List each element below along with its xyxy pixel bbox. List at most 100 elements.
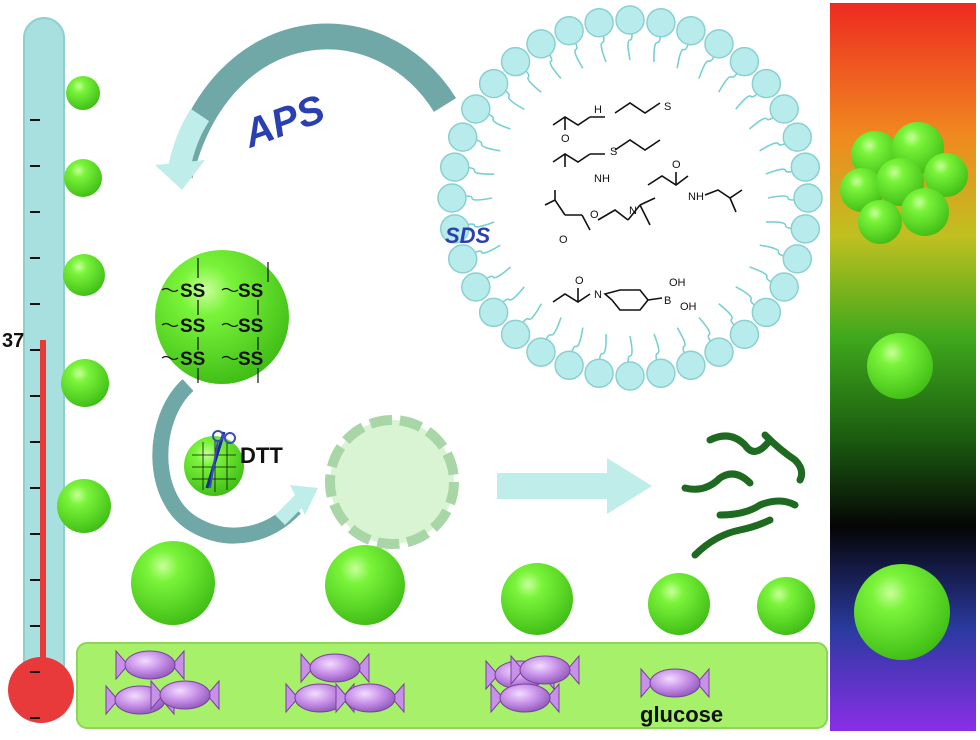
glucose-candy-10 xyxy=(640,667,710,699)
left-particle-column xyxy=(57,76,111,533)
bottom-particle-1 xyxy=(131,541,215,625)
surfactant-head xyxy=(769,272,799,302)
surfactant-head xyxy=(526,29,556,59)
polymer-fragments xyxy=(681,431,806,559)
fragmentation-arrow xyxy=(497,458,652,514)
surfactant-head xyxy=(447,122,478,152)
glucose-label: glucose xyxy=(640,702,723,727)
dtt-label: DTT xyxy=(240,443,283,468)
bottom-particle-2 xyxy=(325,545,405,625)
crosslinked-nanogel: SS SS SS SS SS SS xyxy=(155,250,289,384)
bottom-particle-4 xyxy=(648,573,710,635)
glucose-tray: glucose xyxy=(76,642,828,729)
monomer-atom-labels: H S O S NH O NH O O N O N B OH OH xyxy=(559,101,704,313)
surfactant-head xyxy=(790,152,821,182)
atom-o-2: O xyxy=(672,159,681,171)
thermometer-ticks xyxy=(30,119,40,719)
bottom-particle-5 xyxy=(757,577,815,635)
atom-nh-2: NH xyxy=(688,191,704,203)
surfactant-head xyxy=(751,297,782,328)
monomer-structures xyxy=(544,102,743,311)
thermometer: 37 xyxy=(2,17,74,723)
surfactant-head xyxy=(769,94,799,124)
micelle: SDS H S O S NH O NH O O N O N B OH OH xyxy=(437,5,823,391)
surfactant-head xyxy=(729,46,760,77)
bottom-particle-row xyxy=(131,541,815,635)
surfactant-head xyxy=(676,15,706,46)
surfactant-head xyxy=(615,361,645,391)
ss-bond-5: SS xyxy=(180,349,205,370)
surfactant-head xyxy=(439,152,470,182)
bottom-particle-3 xyxy=(501,563,573,635)
surfactant-head xyxy=(751,68,782,99)
particle-1 xyxy=(66,76,100,110)
surfactant-head xyxy=(478,297,509,328)
atom-s-2: S xyxy=(610,146,617,158)
surfactant-head xyxy=(554,350,584,381)
particle-4 xyxy=(61,359,109,407)
atom-s-1: S xyxy=(664,101,671,113)
atom-o-5: O xyxy=(575,275,584,287)
surfactant-head xyxy=(461,272,491,302)
glucose-candy-4 xyxy=(300,652,370,684)
atom-n-2: N xyxy=(594,289,602,301)
thermometer-mark-37: 37 xyxy=(2,330,24,352)
aps-arrow: APS xyxy=(155,23,457,190)
surfactant-head xyxy=(646,7,676,38)
surfactant-head xyxy=(439,214,470,244)
glucose-candy-9 xyxy=(490,682,560,714)
scissors-icon xyxy=(205,430,236,489)
surfactant-head xyxy=(704,29,734,59)
surfactant-head xyxy=(782,122,813,152)
glucose-candy-8 xyxy=(510,654,580,686)
surfactant-head xyxy=(793,183,823,213)
surfactant-head xyxy=(729,319,760,350)
glucose-candy-6 xyxy=(335,682,405,714)
ss-bond-6: SS xyxy=(238,349,263,370)
dtt-arrow xyxy=(152,379,318,544)
surfactant-head xyxy=(615,5,645,35)
surfactant-head xyxy=(646,358,676,389)
surfactant-head xyxy=(500,319,531,350)
atom-o-1: O xyxy=(561,133,570,145)
aps-label: APS xyxy=(237,87,331,157)
surfactant-head xyxy=(526,337,556,367)
surfactant-head xyxy=(704,337,734,367)
atom-n-1: N xyxy=(629,205,637,217)
glucose-candy-1 xyxy=(115,649,185,681)
particle-2 xyxy=(64,159,102,197)
surfactant-head xyxy=(500,46,531,77)
surfactant-head xyxy=(584,358,614,389)
ss-bond-2: SS xyxy=(238,281,263,302)
color-spectrum-panel xyxy=(830,3,976,731)
aggregated-particles xyxy=(840,122,968,244)
cleaved-nanogel: DTT xyxy=(184,430,283,496)
disintegrating-shell xyxy=(325,415,459,549)
surfactant-head xyxy=(676,350,706,381)
surfactant-head xyxy=(584,7,614,38)
surfactant-head xyxy=(437,183,467,213)
atom-o-4: O xyxy=(559,234,568,246)
large-spectrum-particle xyxy=(854,564,950,660)
ss-bond-3: SS xyxy=(180,316,205,337)
medium-spectrum-particle xyxy=(867,333,933,399)
atom-h-1: H xyxy=(594,104,602,116)
atom-nh-1: NH xyxy=(594,173,610,185)
atom-b-1: B xyxy=(664,295,671,307)
surfactant-head xyxy=(478,68,509,99)
atom-oh-2: OH xyxy=(680,301,697,313)
particle-5 xyxy=(57,479,111,533)
surfactant-head xyxy=(447,244,478,274)
ss-bond-1: SS xyxy=(180,281,205,302)
surfactant-head xyxy=(790,214,821,244)
glucose-candy-3 xyxy=(150,679,220,711)
atom-oh-1: OH xyxy=(669,277,686,289)
atom-o-3: O xyxy=(590,209,599,221)
sds-label: SDS xyxy=(445,223,491,248)
particle-3 xyxy=(63,254,105,296)
ss-bond-4: SS xyxy=(238,316,263,337)
surfactant-head xyxy=(554,15,584,46)
surfactant-head xyxy=(461,94,491,124)
